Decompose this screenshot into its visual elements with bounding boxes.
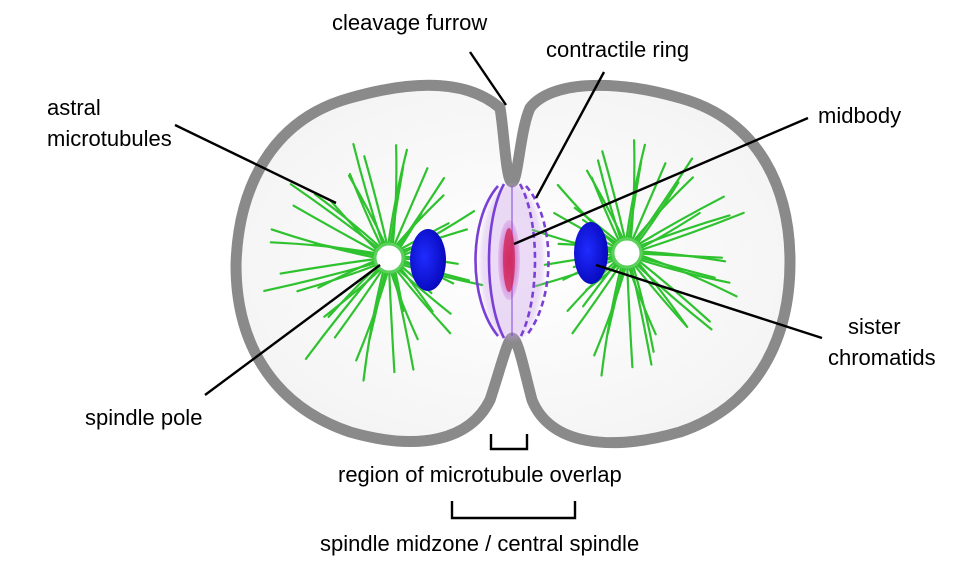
label-spindle-midzone: spindle midzone / central spindle — [320, 531, 639, 557]
label-spindle-pole: spindle pole — [85, 405, 202, 431]
midzone-bracket — [452, 501, 575, 518]
right-spindle-pole — [613, 239, 641, 267]
label-cleavage-furrow: cleavage furrow — [332, 10, 487, 36]
label-astral-microtubules-line2: microtubules — [47, 126, 172, 152]
left-sister-chromatids — [410, 229, 446, 291]
midbody-core — [503, 228, 515, 292]
label-microtubule-overlap: region of microtubule overlap — [338, 462, 622, 488]
label-astral-microtubules-line1: astral — [47, 95, 101, 121]
left-spindle-pole — [375, 244, 403, 272]
overlap-bracket — [491, 434, 527, 449]
label-sister-chromatids-line2: chromatids — [828, 345, 936, 371]
label-midbody: midbody — [818, 103, 901, 129]
label-sister-chromatids-line1: sister — [848, 314, 901, 340]
label-contractile-ring: contractile ring — [546, 37, 689, 63]
right-sister-chromatids — [574, 222, 608, 284]
